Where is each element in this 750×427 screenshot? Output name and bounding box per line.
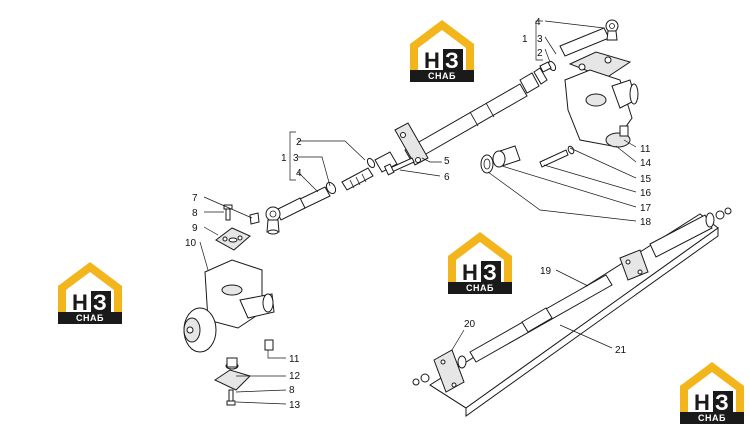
logo-subtitle: СНАБ (428, 71, 456, 81)
callout-b-21: 21 (615, 345, 627, 356)
callout-mid-4: 4 (296, 168, 302, 179)
callout-tr-2: 2 (537, 48, 543, 59)
logo-letter-3: З (715, 390, 729, 415)
callout-tr-14: 14 (640, 158, 652, 169)
logo-letter-h: Н (462, 260, 478, 285)
callout-mid-2: 2 (296, 137, 302, 148)
callout-l-8: 8 (192, 208, 198, 219)
logo-letter-3: З (445, 48, 459, 73)
callout-tr-15: 15 (640, 174, 652, 185)
callout-l-9: 9 (192, 223, 198, 234)
logo-subtitle: СНАБ (466, 283, 494, 293)
logo-letter-3: З (93, 290, 107, 315)
callout-l-7: 7 (192, 193, 198, 204)
callout-l-11: 11 (289, 354, 300, 365)
callout-l-12: 12 (289, 371, 301, 382)
callout-labels: 4 1 3 2 11 14 15 16 17 18 2 1 3 4 5 6 7 … (185, 17, 652, 411)
logo-letter-h: Н (694, 390, 710, 415)
logo-letter-h: Н (424, 48, 440, 73)
callout-l-13: 13 (289, 400, 301, 411)
callout-l-10: 10 (185, 238, 197, 249)
steering-knuckle-right (480, 51, 639, 174)
callout-tr-3: 3 (537, 34, 543, 45)
callout-tr-18: 18 (640, 217, 652, 228)
callout-tr-1: 1 (522, 34, 528, 45)
tie-rod-assembly (265, 19, 619, 235)
steering-knuckle-left (183, 204, 275, 406)
callout-b-19: 19 (540, 266, 552, 277)
callout-b-20: 20 (464, 319, 476, 330)
brand-logo-bottom-right: Н З СНАБ (680, 362, 744, 424)
callout-tr-4: 4 (535, 17, 541, 28)
callout-tr-16: 16 (640, 188, 652, 199)
callout-mid-1: 1 (281, 153, 287, 164)
leader-lines (199, 20, 637, 405)
callout-mid-5: 5 (444, 156, 450, 167)
logo-subtitle: СНАБ (698, 413, 726, 423)
brand-logo-top: Н З СНАБ (410, 20, 474, 82)
callout-l-8b: 8 (289, 385, 295, 396)
callout-mid-6: 6 (444, 172, 450, 183)
callout-tr-17: 17 (640, 203, 652, 214)
brand-logo-left: Н З СНАБ (58, 262, 122, 324)
axle-beam-assembly (412, 207, 732, 417)
logo-subtitle: СНАБ (76, 313, 104, 323)
callout-tr-11: 11 (640, 144, 651, 155)
callout-mid-3: 3 (293, 153, 299, 164)
logo-letter-3: З (483, 260, 497, 285)
logo-letter-h: Н (72, 290, 88, 315)
brand-logo-center: Н З СНАБ (448, 232, 512, 294)
